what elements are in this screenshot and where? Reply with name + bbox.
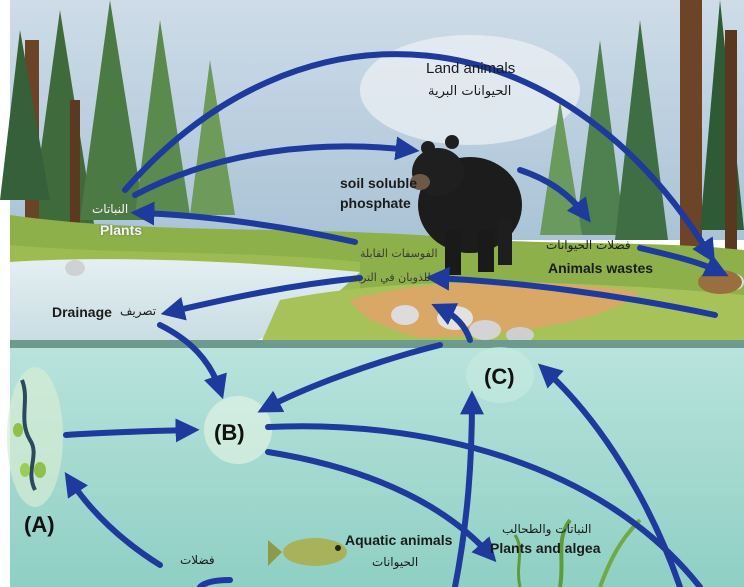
animal-wastes-label-en: Animals wastes — [548, 260, 653, 276]
plants-label-ar: النباتات — [92, 202, 128, 216]
compartment-c-label: (C) — [484, 364, 515, 390]
aquatic-animals-label-ar: الحيوانات — [372, 555, 418, 569]
animal-wastes-label-ar: فضلات الحيوانات — [546, 238, 631, 252]
drainage-label-en: Drainage — [52, 304, 112, 320]
plants-label-en: Plants — [100, 222, 142, 238]
aquatic-animals-label-en: Aquatic animals — [345, 532, 452, 548]
soil-phosphate-label-line1: soil soluble — [340, 175, 417, 191]
land-animals-label-ar: الحيوانات البرية — [428, 84, 511, 99]
drainage-label-ar: تصريف — [120, 304, 156, 318]
soil-phosphate-label-line2: phosphate — [340, 195, 411, 211]
soil-phosphate-label-ar-line1: الفوسفات القابلة — [360, 247, 438, 260]
wastes-label-ar-bottom: فضلات — [180, 553, 215, 567]
compartment-b-label: (B) — [214, 420, 245, 446]
land-animals-label-en: Land animals — [426, 60, 515, 77]
soil-phosphate-label-ar-line2: للذوبان في التربة — [352, 271, 431, 284]
compartment-a-label: (A) — [24, 512, 55, 538]
underwater — [10, 348, 744, 587]
plants-algae-label-en: Plants and algea — [490, 540, 600, 556]
plants-algae-label-ar: النباتات والطحالب — [502, 522, 591, 536]
